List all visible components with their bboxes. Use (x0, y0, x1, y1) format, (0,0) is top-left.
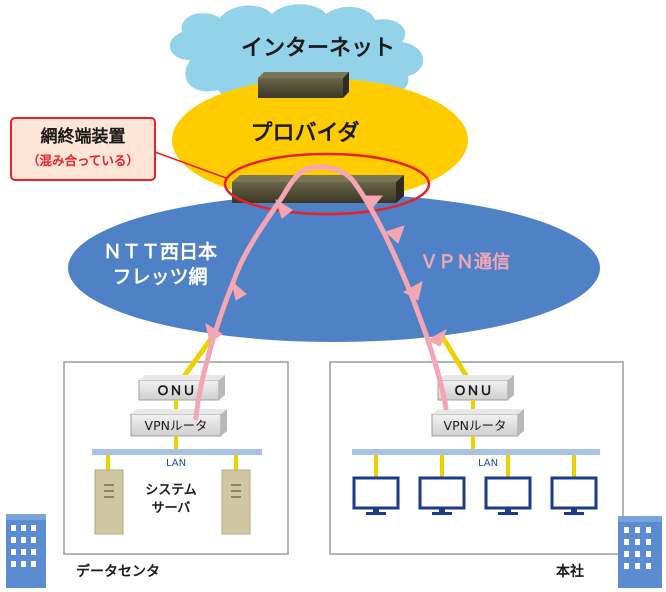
monitor-stand (505, 508, 511, 513)
ntt-label-line1: ＮＴＴ西日本 (103, 240, 217, 263)
datacenter-building-icon (6, 514, 46, 588)
headquarters-building-icon (618, 516, 662, 588)
vpn-arrow-up-1 (360, 195, 384, 209)
hq-onu-label: ＯＮＵ (453, 384, 492, 399)
monitor-icon (484, 476, 532, 510)
hq-pc-4 (550, 455, 598, 515)
monitor-stand (571, 508, 577, 513)
dc-router-label: VPNルータ (145, 418, 208, 433)
monitor-base (432, 512, 452, 515)
monitor-base (366, 512, 386, 515)
congestion-highlight (223, 152, 431, 216)
hq-pc-3 (484, 455, 532, 515)
monitor-base (564, 512, 584, 515)
vpn-arrow-up-2 (385, 225, 405, 244)
callout-title: 網終端装置 (41, 126, 126, 147)
callout-note: （混み合っている） (27, 153, 139, 168)
hq-uplink (439, 334, 473, 384)
dc-onu-label: ＯＮＵ (156, 384, 195, 399)
headquarters-onu (437, 375, 514, 401)
dc-lan-bus (92, 449, 262, 455)
internet-label: インターネット (241, 36, 395, 61)
monitor-stand (439, 508, 445, 513)
internet-cloud (169, 4, 424, 102)
server-label-line2: サーバ (152, 501, 191, 516)
hq-router-label: VPNルータ (444, 418, 507, 433)
dc-lan-label: LAN (166, 458, 186, 469)
hq-lan-bus (352, 449, 600, 455)
system-server-left (94, 469, 124, 535)
dc-uplink (177, 334, 216, 384)
ntt-label-line2: フレッツ網 (112, 265, 207, 288)
callout-leader (154, 151, 227, 179)
monitor-icon (418, 476, 466, 510)
system-server-right (221, 469, 251, 535)
vpn-label: ＶＰＮ通信 (420, 251, 510, 273)
monitor-stand (373, 508, 379, 513)
provider-router-device (258, 72, 349, 98)
server-label-line1: システム (145, 483, 197, 498)
provider-area (172, 78, 468, 202)
headquarters-name: 本社 (556, 563, 584, 580)
hq-lan-label: LAN (478, 458, 498, 469)
hq-pc-1 (352, 455, 400, 515)
vpn-arrow-down-1 (275, 198, 293, 219)
ntt-flets-network (68, 194, 600, 342)
headquarters-vpn-router (431, 409, 524, 437)
monitor-base (498, 512, 518, 515)
datacenter-name: データセンタ (76, 563, 160, 580)
vpn-arrow-up-3 (402, 281, 423, 301)
vpn-arrow-up-4 (426, 328, 447, 347)
provider-label: プロバイダ (250, 120, 359, 146)
monitor-icon (550, 476, 598, 510)
vpn-arrow-down-3 (205, 322, 223, 343)
monitor-icon (352, 476, 400, 510)
network-terminal-callout: 網終端装置 （混み合っている） (10, 117, 156, 181)
hq-pc-2 (418, 455, 466, 515)
vpn-tunnel-path (193, 164, 449, 421)
vpn-arrow-down-2 (231, 280, 247, 301)
